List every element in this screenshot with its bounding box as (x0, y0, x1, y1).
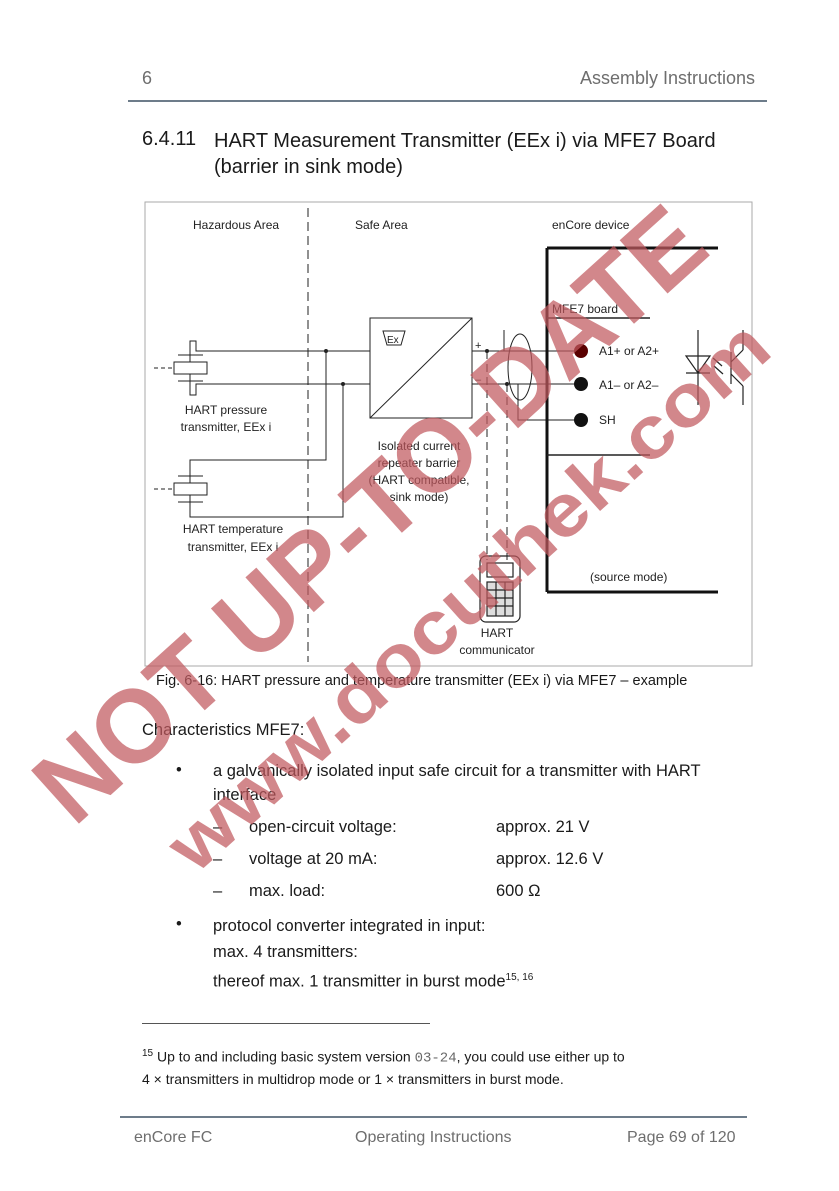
footer-document-type: Operating Instructions (355, 1129, 512, 1146)
ex-marking: Ex (387, 335, 399, 346)
label-terminal-a1minus: A1– or A2– (599, 378, 659, 392)
hart-communicator-icon (479, 555, 521, 623)
footer-divider (120, 1116, 747, 1118)
isolated-barrier-symbol (369, 317, 473, 419)
footnote-number: 15 (142, 1048, 154, 1059)
label-barrier-plus: + (475, 340, 481, 352)
footnote-divider (142, 1023, 430, 1024)
label-hazardous-area: Hazardous Area (193, 218, 279, 232)
label-pressure-transmitter-2: transmitter, EEx i (181, 420, 272, 434)
label-source-mode: (source mode) (590, 570, 667, 584)
characteristics-heading: Characteristics MFE7: (142, 721, 305, 739)
label-barrier-1: Isolated current (378, 439, 461, 453)
cable-shield (507, 333, 533, 401)
bullet-2-line-1: protocol converter integrated in input: (213, 917, 486, 935)
footnote-line-2: 4 × transmitters in multidrop mode or 1 … (142, 1070, 564, 1087)
footnote-text-before: Up to and including basic system version (157, 1048, 415, 1065)
spec-value-voltage-20ma: approx. 12.6 V (496, 850, 604, 868)
spec-label-voltage-20ma: voltage at 20 mA: (249, 850, 378, 868)
hazardous-side-wiring (189, 340, 370, 518)
header-section-title: Assembly Instructions (579, 68, 755, 88)
bullet-2-line-3-text: thereof max. 1 transmitter in burst mode (213, 972, 506, 991)
label-barrier-2: repeater barrier (378, 456, 461, 470)
spec-dash: – (213, 882, 223, 900)
diagram-frame (144, 201, 753, 667)
label-barrier-4: sink mode) (390, 490, 449, 504)
section-number: 6.4.11 (142, 128, 197, 150)
footnote-reference[interactable]: 15, 16 (505, 972, 534, 983)
spec-dash: – (213, 850, 223, 868)
spec-value-max-load: 600 Ω (496, 882, 541, 900)
label-barrier-minus: – (475, 374, 482, 386)
footnote-line-1: 15 Up to and including basic system vers… (142, 1044, 722, 1069)
terminal-a1-plus (574, 344, 588, 358)
bullet-1-line-1: a galvanically isolated input safe circu… (213, 762, 701, 780)
footer-product: enCore FC (134, 1129, 213, 1146)
footer-page-number: Page 69 of 120 (627, 1129, 736, 1146)
label-barrier-3: (HART compatible, (369, 473, 470, 487)
footnote-text-after: , you could use either up to (456, 1048, 625, 1065)
encore-device-frame (545, 246, 718, 594)
figure-caption: Fig. 6-16: HART pressure and temperature… (156, 673, 688, 689)
footnote: 15 Up to and including basic system vers… (142, 1044, 722, 1089)
section-title: HART Measurement Transmitter (EEx i) via… (214, 130, 716, 178)
bullet-2-line-2: max. 4 transmitters: (213, 943, 358, 961)
pressure-transmitter-symbol (154, 354, 208, 382)
label-communicator-2: communicator (459, 643, 534, 657)
label-terminal-sh: SH (599, 413, 616, 427)
safe-side-wiring (472, 330, 581, 421)
temperature-transmitter-symbol (154, 475, 208, 503)
spec-label-open-circuit: open-circuit voltage: (249, 818, 397, 836)
label-temperature-transmitter-2: transmitter, EEx i (188, 540, 279, 554)
label-temperature-transmitter-1: HART temperature (183, 522, 284, 536)
label-communicator-1: HART (481, 626, 514, 640)
spec-label-max-load: max. load: (249, 882, 326, 900)
bullet-2-line-3: thereof max. 1 transmitter in burst mode… (213, 965, 533, 995)
bullet-1-line-2: interface (213, 786, 277, 804)
bullet-2-text: protocol converter integrated in input: … (213, 913, 533, 995)
label-terminal-a1plus: A1+ or A2+ (599, 344, 659, 358)
bullet-1-marker: • (176, 761, 182, 779)
spec-value-open-circuit: approx. 21 V (496, 818, 590, 836)
terminal-a1-minus (574, 377, 588, 391)
label-safe-area: Safe Area (355, 218, 408, 232)
label-encore-device: enCore device (552, 218, 630, 232)
mfe7-board-frame (547, 317, 650, 456)
header-divider (128, 100, 767, 102)
spec-dash: – (213, 818, 223, 836)
label-mfe7-board: MFE7 board (552, 302, 618, 316)
terminal-sh (574, 413, 588, 427)
footnote-version: 03-24 (414, 1050, 457, 1067)
label-pressure-transmitter-1: HART pressure (185, 403, 268, 417)
bullet-2-marker: • (176, 915, 182, 933)
bullet-1-text: a galvanically isolated input safe circu… (213, 759, 701, 807)
header-chapter-number: 6 (142, 68, 153, 88)
optocoupler-symbol (684, 330, 744, 405)
